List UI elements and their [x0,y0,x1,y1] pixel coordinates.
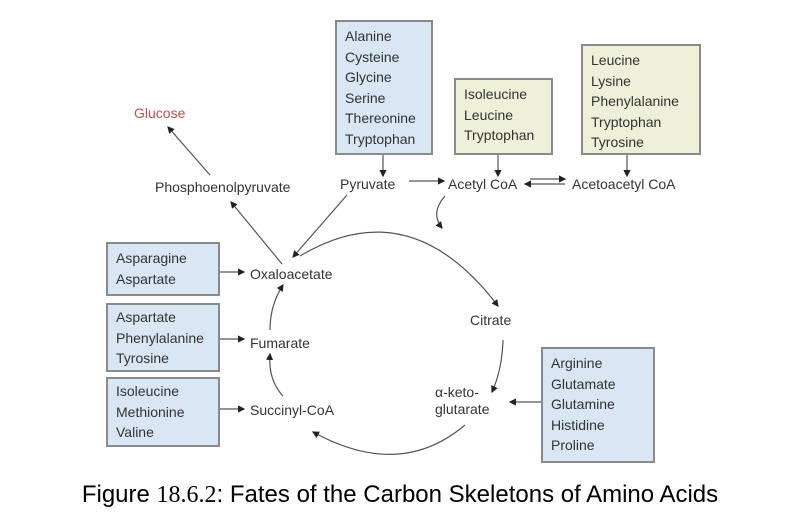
amino-acid: Serine [345,89,386,106]
arrow-succinylcoa-to-fumarate [265,352,284,397]
caption-text: : Fates of the Carbon Skeletons of Amino… [216,481,719,508]
fumarate-sources-box: Aspartate Phenylalanine Tyrosine [106,303,220,372]
arrow-oxaloacetate-to-pep [230,201,283,265]
amino-acid: Alanine [345,28,392,44]
pyruvate-sources-box: Alanine Cysteine Glycine Serine Thereoni… [335,20,433,155]
fumarate-label: Fumarate [250,335,310,351]
amino-acid: Tryptophan [464,127,535,143]
akg-label-line2: glutarate [435,401,490,417]
citrate-label: Citrate [470,312,512,328]
amino-acid: Valine [116,424,154,440]
succinylcoa-sources-box: Isoleucine Methionine Valine [106,377,220,447]
pyruvate-label: Pyruvate [340,176,396,192]
amino-acid: Asparagine [116,250,187,266]
amino-acid: Tryptophan [345,130,416,147]
arrow-fumarate-to-oxaloacetate [269,283,284,331]
amino-acid: Methionine [116,403,185,420]
amino-acid: Cysteine [345,48,400,65]
amino-acid: Phenylalanine [591,93,679,109]
amino-acid: Phenylalanine [116,329,204,346]
akg-label-line1: α-keto- [435,384,479,400]
pep-label: Phosphoenolpyruvate [155,179,291,195]
acetylcoa-sources-box: Isoleucine Leucine Tryptophan [454,78,553,155]
glucose-label: Glucose [134,105,186,121]
amino-acid: Leucine [464,106,514,123]
figure-caption: Figure 18.6.2: Fates of the Carbon Skele… [0,481,800,509]
amino-acid: Glutamine [551,396,615,412]
amino-acid: Histidine [551,416,605,433]
amino-acid: Tyrosine [591,134,644,150]
arrow-akg-to-succinylcoa [311,424,466,455]
arrow-citrate-to-akg [491,339,504,394]
oxaloacetate-label: Oxaloacetate [250,266,333,282]
amino-acid: Aspartate [116,309,176,325]
arrow-acetylcoa-to-cycle [435,195,446,229]
ketoglutarate-sources-box: Arginine Glutamate Glutamine Histidine P… [541,347,655,463]
amino-acid: Thereonine [345,110,416,126]
amino-acid: Tryptophan [591,113,662,130]
amino-acid: Proline [551,437,595,453]
acetoacetylcoa-sources-box: Leucine Lysine Phenylalanine Tryptophan … [581,44,701,155]
amino-acid: Isoleucine [116,383,180,399]
arrow-pep-to-glucose [167,126,211,176]
caption-number: 18.6.2 [156,482,217,508]
amino-acid: Tyrosine [116,350,169,366]
amino-acid: Isoleucine [464,86,528,102]
amino-acid: Glutamate [551,375,616,392]
caption-prefix: Figure [81,481,157,508]
amino-acid: Leucine [591,52,641,68]
oxaloacetate-sources-box: Asparagine Aspartate [106,242,220,296]
amino-acid: Lysine [591,72,631,89]
amino-acid: Glycine [345,69,392,85]
arrow-pyruvate-to-oxaloacetate [292,194,348,258]
acetyl-coa-label: Acetyl CoA [448,176,518,192]
amino-acid: Aspartate [116,270,176,287]
arrow-cycle-to-citrate [299,231,499,307]
acetoacetyl-coa-label: Acetoacetyl CoA [572,176,676,192]
amino-acid: Arginine [551,355,603,371]
succinyl-coa-label: Succinyl-CoA [250,402,335,418]
